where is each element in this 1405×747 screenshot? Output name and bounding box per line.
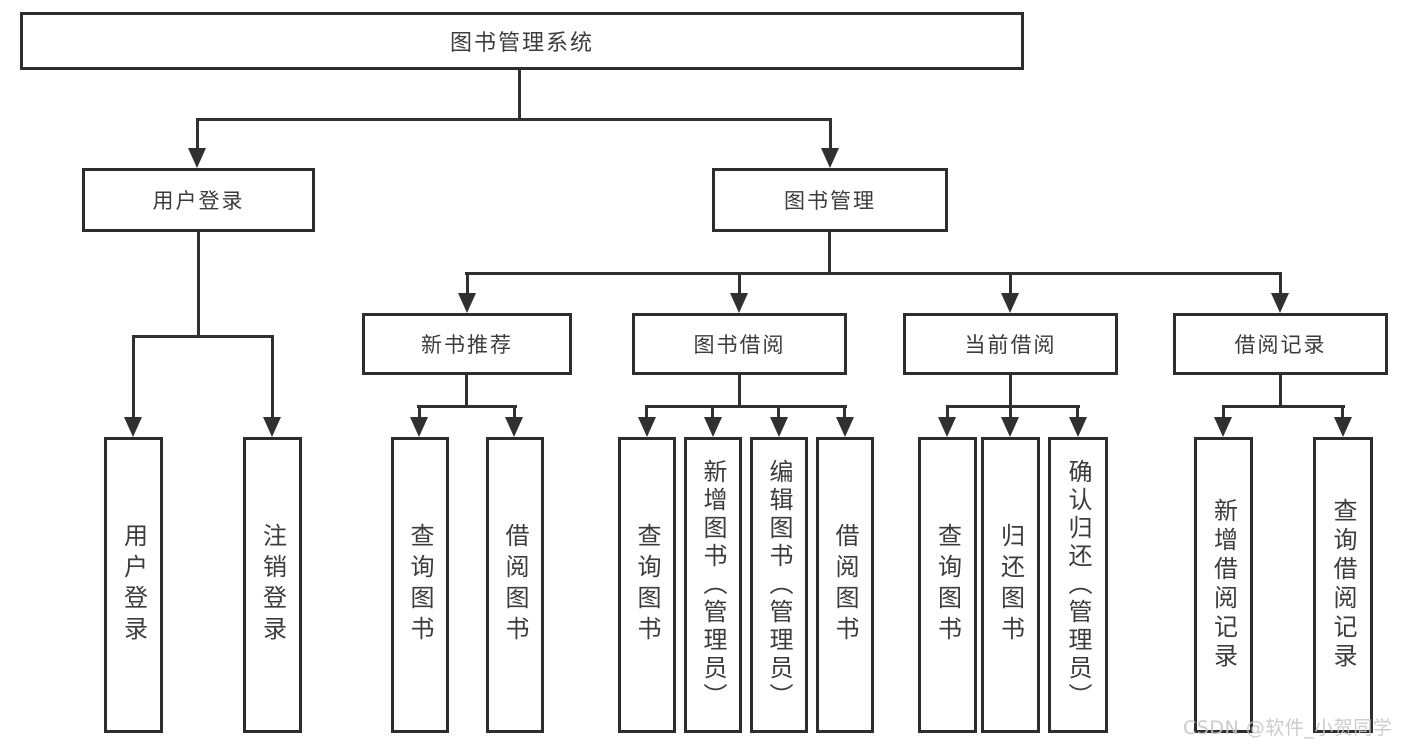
connector-to-bb-edit — [777, 405, 780, 419]
node-label: 图书借阅 — [693, 333, 786, 357]
arrowhead-bb-borrow — [836, 417, 854, 437]
leaf-records-query-record: 查询借阅记录 — [1313, 437, 1373, 733]
arrowhead-new-book — [458, 293, 476, 313]
leaf-current-return-books: 归还图书 — [981, 437, 1040, 733]
leaf-borrow-borrow-books: 借阅图书 — [816, 437, 874, 733]
node-label: 编辑图书（管理员） — [765, 459, 793, 711]
node-label: 查询借阅记录 — [1329, 498, 1357, 672]
connector-root-stem — [518, 70, 521, 118]
connector-to-new-book — [466, 272, 469, 297]
connector-to-bb-query — [645, 405, 648, 419]
connector-borrow-records-split — [1222, 405, 1345, 408]
node-label: 用户登录 — [119, 523, 148, 647]
node-label: 查询图书 — [406, 523, 434, 647]
arrowhead-user-login — [188, 148, 206, 168]
connector-book-mgmt-split — [465, 272, 1282, 275]
node-label: 查询图书 — [933, 523, 962, 647]
node-book-borrow: 图书借阅 — [632, 313, 847, 375]
connector-to-br-query — [1341, 405, 1344, 419]
connector-root-split — [196, 118, 832, 121]
connector-to-leaf-logout — [271, 335, 274, 419]
node-current-borrow: 当前借阅 — [903, 313, 1118, 375]
node-label: 归还图书 — [996, 523, 1025, 647]
connector-to-cb-confirm — [1076, 405, 1079, 419]
connector-to-user-login — [196, 118, 199, 152]
node-label: 当前借阅 — [964, 333, 1057, 357]
node-label: 图书管理系统 — [449, 31, 594, 56]
node-label: 注销登录 — [258, 523, 287, 647]
node-label: 借阅记录 — [1234, 333, 1327, 357]
connector-to-borrow-records — [1279, 272, 1282, 297]
connector-book-borrow-split — [646, 405, 847, 408]
node-label: 查询图书 — [633, 523, 661, 647]
arrowhead-nb-query — [410, 417, 428, 437]
connector-user-login-split — [132, 335, 274, 338]
leaf-borrow-query-books: 查询图书 — [618, 437, 676, 733]
arrowhead-book-management — [821, 148, 839, 168]
node-label: 用户登录 — [152, 189, 245, 213]
connector-to-cb-return — [1009, 405, 1012, 419]
arrowhead-bb-edit — [770, 417, 788, 437]
leaf-current-confirm-return-admin: 确认归还（管理员） — [1048, 437, 1108, 733]
arrowhead-br-add — [1214, 417, 1232, 437]
leaf-borrow-edit-books-admin: 编辑图书（管理员） — [750, 437, 808, 733]
arrowhead-cb-confirm — [1069, 417, 1087, 437]
connector-to-book-borrow — [738, 272, 741, 297]
connector-to-bb-borrow — [843, 405, 846, 419]
leaf-newbook-query-books: 查询图书 — [391, 437, 449, 733]
node-label: 新增借阅记录 — [1209, 498, 1238, 672]
arrowhead-book-borrow — [730, 293, 748, 313]
leaf-logout: 注销登录 — [243, 437, 302, 733]
node-label: 借阅图书 — [501, 523, 529, 647]
node-library-management-system: 图书管理系统 — [20, 12, 1024, 70]
arrowhead-br-query — [1334, 417, 1352, 437]
connector-to-bb-add — [711, 405, 714, 419]
arrowhead-cb-return — [1001, 417, 1019, 437]
node-book-management: 图书管理 — [712, 168, 948, 232]
connector-to-book-management — [829, 118, 832, 152]
connector-current-borrow-stem — [1009, 375, 1012, 405]
node-label: 确认归还（管理员） — [1064, 459, 1092, 711]
arrowhead-leaf-logout — [263, 417, 281, 437]
node-label: 借阅图书 — [831, 523, 859, 647]
connector-to-current-borrow — [1009, 272, 1012, 297]
connector-book-mgmt-stem — [828, 232, 831, 272]
connector-to-leaf-login — [132, 335, 135, 419]
connector-new-book-stem — [465, 375, 468, 405]
arrowhead-current-borrow — [1001, 293, 1019, 313]
arrowhead-leaf-login — [124, 417, 142, 437]
connector-to-nb-borrow — [513, 405, 516, 419]
connector-to-nb-query — [418, 405, 421, 419]
leaf-records-add-record: 新增借阅记录 — [1194, 437, 1253, 733]
connector-current-borrow-split — [946, 405, 1080, 408]
node-label: 图书管理 — [784, 189, 876, 213]
arrowhead-bb-query — [638, 417, 656, 437]
node-user-login: 用户登录 — [82, 168, 315, 232]
leaf-borrow-add-books-admin: 新增图书（管理员） — [684, 437, 742, 733]
leaf-current-query-books: 查询图书 — [918, 437, 977, 733]
csdn-watermark: CSDN @软件_小贺同学 — [1183, 717, 1393, 739]
arrowhead-nb-borrow — [505, 417, 523, 437]
arrowhead-cb-query — [938, 417, 956, 437]
leaf-newbook-borrow-books: 借阅图书 — [486, 437, 544, 733]
connector-borrow-records-stem — [1279, 375, 1282, 405]
connector-to-cb-query — [946, 405, 949, 419]
node-label: 新增图书（管理员） — [699, 459, 727, 711]
node-new-book-recommend: 新书推荐 — [362, 313, 572, 375]
connector-book-borrow-stem — [738, 375, 741, 405]
connector-to-br-add — [1222, 405, 1225, 419]
arrowhead-borrow-records — [1271, 293, 1289, 313]
node-label: 新书推荐 — [421, 333, 513, 357]
connector-user-login-stem — [197, 232, 200, 335]
connector-new-book-split — [417, 405, 517, 408]
leaf-user-login: 用户登录 — [104, 437, 163, 733]
node-borrow-records: 借阅记录 — [1173, 313, 1388, 375]
arrowhead-bb-add — [704, 417, 722, 437]
